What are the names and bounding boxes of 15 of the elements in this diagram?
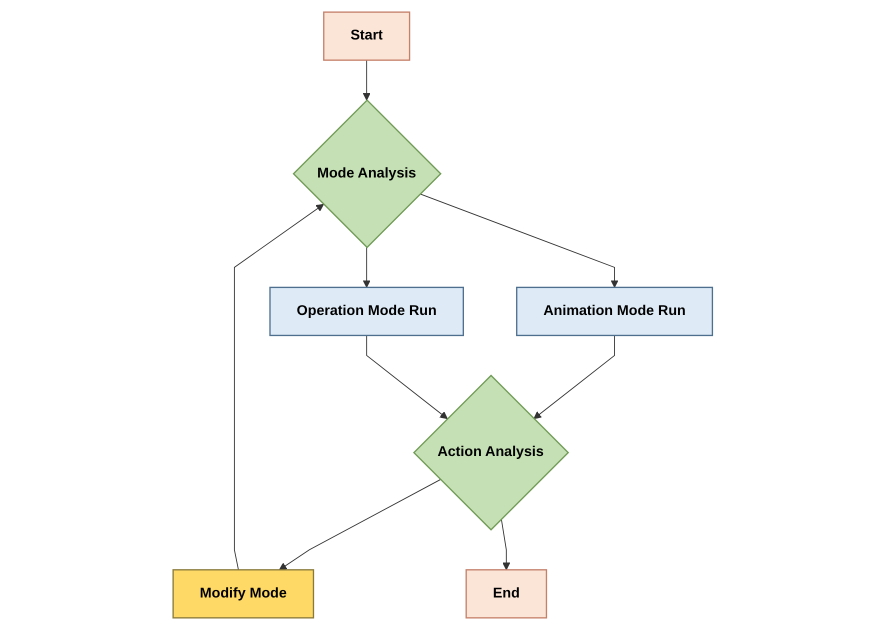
node-diamond: Action Analysis [412, 374, 569, 531]
arrow [234, 204, 324, 570]
node-box: Animation Mode Run [516, 286, 713, 336]
arrow [366, 335, 448, 420]
node-box: Modify Mode [172, 569, 314, 619]
node-diamond: Mode Analysis [292, 99, 442, 248]
arrow [362, 60, 370, 101]
arrow [362, 246, 370, 288]
arrow [500, 518, 510, 570]
arrow [419, 194, 618, 288]
node-box: Operation Mode Run [269, 286, 464, 336]
arrow [533, 335, 615, 420]
node-box: Start [322, 11, 410, 61]
arrow [278, 479, 441, 570]
node-box: End [465, 569, 547, 619]
